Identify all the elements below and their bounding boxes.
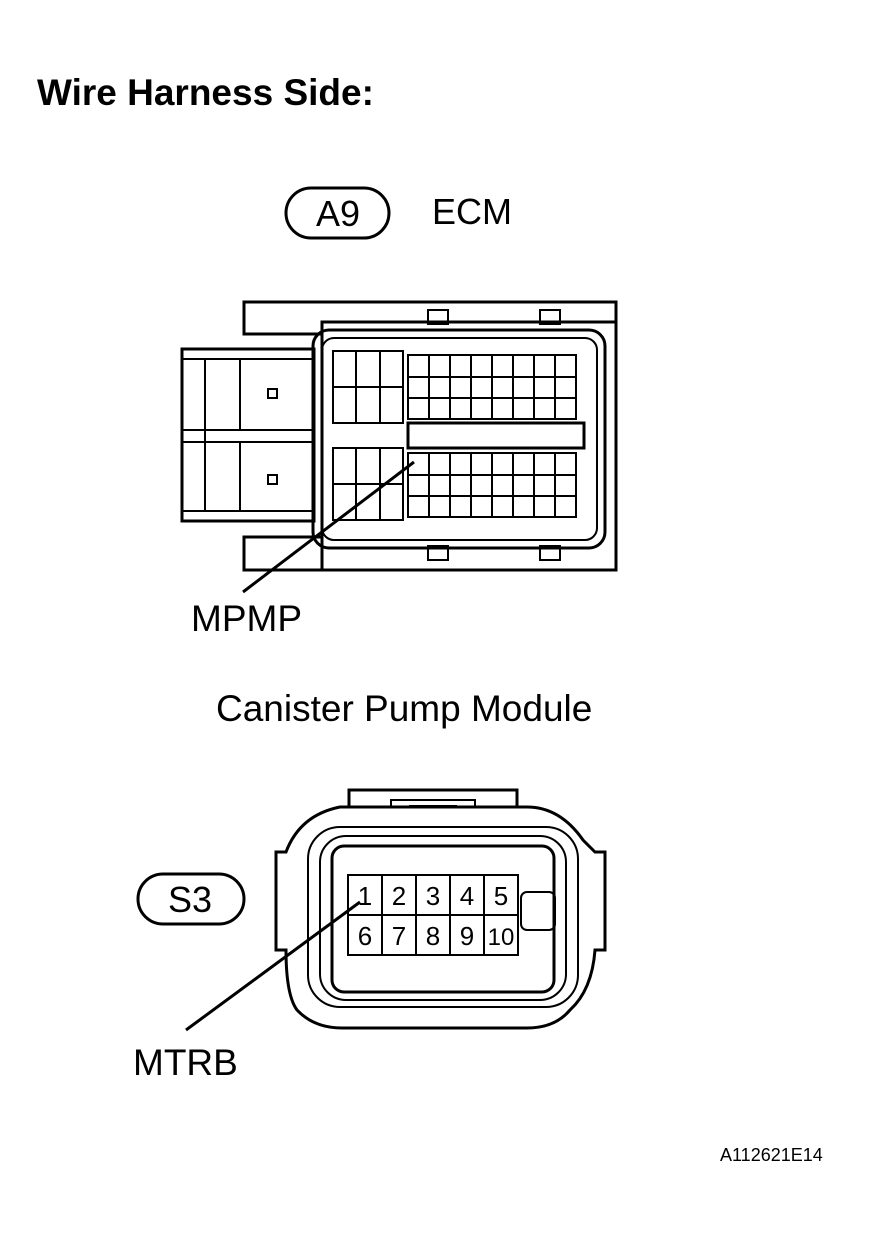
s3-badge-text: S3	[168, 879, 212, 920]
terminal-8: 8	[426, 921, 440, 951]
a9-connector-badge: A9	[284, 186, 391, 240]
figure-reference: A112621E14	[720, 1145, 823, 1165]
terminal-5: 5	[494, 881, 508, 911]
canister-pump-connector	[274, 788, 607, 1030]
a9-badge-text: A9	[316, 193, 360, 234]
terminal-6: 6	[358, 921, 372, 951]
terminal-2: 2	[392, 881, 406, 911]
mpmp-terminal-label: MPMP	[191, 598, 302, 639]
terminal-10: 10	[488, 924, 515, 951]
ecm-connector	[180, 300, 618, 572]
terminal-7: 7	[392, 921, 406, 951]
canister-pump-module-name: Canister Pump Module	[216, 688, 593, 729]
s3-connector-badge: S3	[136, 872, 246, 926]
mpmp-leader-line	[242, 460, 415, 594]
page-title: Wire Harness Side:	[37, 72, 374, 113]
terminal-9: 9	[460, 921, 474, 951]
mtrb-terminal-label: MTRB	[133, 1042, 238, 1083]
terminal-1: 1	[358, 881, 372, 911]
ecm-connector-name: ECM	[432, 191, 512, 232]
terminal-3: 3	[426, 881, 440, 911]
mtrb-leader-line	[185, 900, 361, 1032]
terminal-4: 4	[460, 881, 474, 911]
